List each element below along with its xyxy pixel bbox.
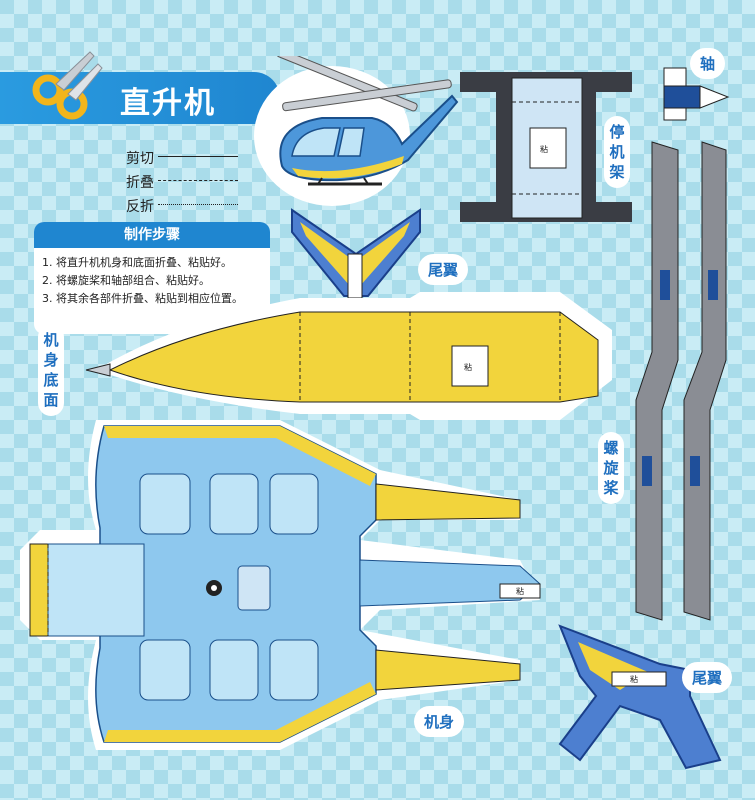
legend-reverse-fold-label: 反折 bbox=[126, 199, 154, 215]
axle-label: 轴 bbox=[692, 50, 724, 77]
stand-paste-label: 粘 bbox=[540, 144, 548, 154]
tail-wing-paste-label: 粘 bbox=[630, 674, 638, 684]
legend-reverse-fold-line bbox=[158, 204, 238, 205]
propeller-part-left bbox=[635, 141, 679, 621]
steps-heading: 制作步骤 bbox=[34, 222, 270, 248]
propeller-label: 螺旋桨 bbox=[598, 432, 624, 504]
tail-wing-top-part bbox=[291, 208, 421, 299]
legend-cut-line bbox=[158, 156, 238, 157]
body-bottom-part: 粘 bbox=[85, 292, 612, 420]
body-part: 粘 bbox=[20, 420, 541, 750]
body-bottom-paste-label: 粘 bbox=[464, 362, 472, 372]
step-item-1: 1. 将直升机机身和底面折叠、粘贴好。 bbox=[42, 256, 232, 269]
propeller-part-right bbox=[683, 141, 727, 621]
tail-wing-top-label: 尾翼 bbox=[420, 256, 467, 283]
tail-wing-bottom-label: 尾翼 bbox=[684, 664, 731, 691]
step-item-2: 2. 将螺旋桨和轴部组合、粘贴好。 bbox=[42, 274, 210, 287]
body-label: 机身 bbox=[416, 708, 463, 735]
stand-label: 停机架 bbox=[604, 116, 630, 188]
scissors-icon bbox=[28, 44, 108, 124]
helicopter-illustration bbox=[252, 48, 462, 206]
tail-wing-bottom-part: 粘 bbox=[558, 624, 722, 770]
legend-fold-line bbox=[158, 180, 238, 181]
legend-fold-label: 折叠 bbox=[126, 175, 154, 191]
body-paste-label: 粘 bbox=[516, 586, 524, 596]
axle-part bbox=[663, 67, 730, 121]
body-bottom-label: 机身底面 bbox=[38, 324, 64, 416]
landing-stand-part: 粘 bbox=[460, 72, 632, 222]
page-title: 直升机 bbox=[120, 86, 216, 121]
legend-cut-label: 剪切 bbox=[126, 151, 154, 167]
step-item-3: 3. 将其余各部件折叠、粘贴到相应位置。 bbox=[42, 292, 243, 305]
